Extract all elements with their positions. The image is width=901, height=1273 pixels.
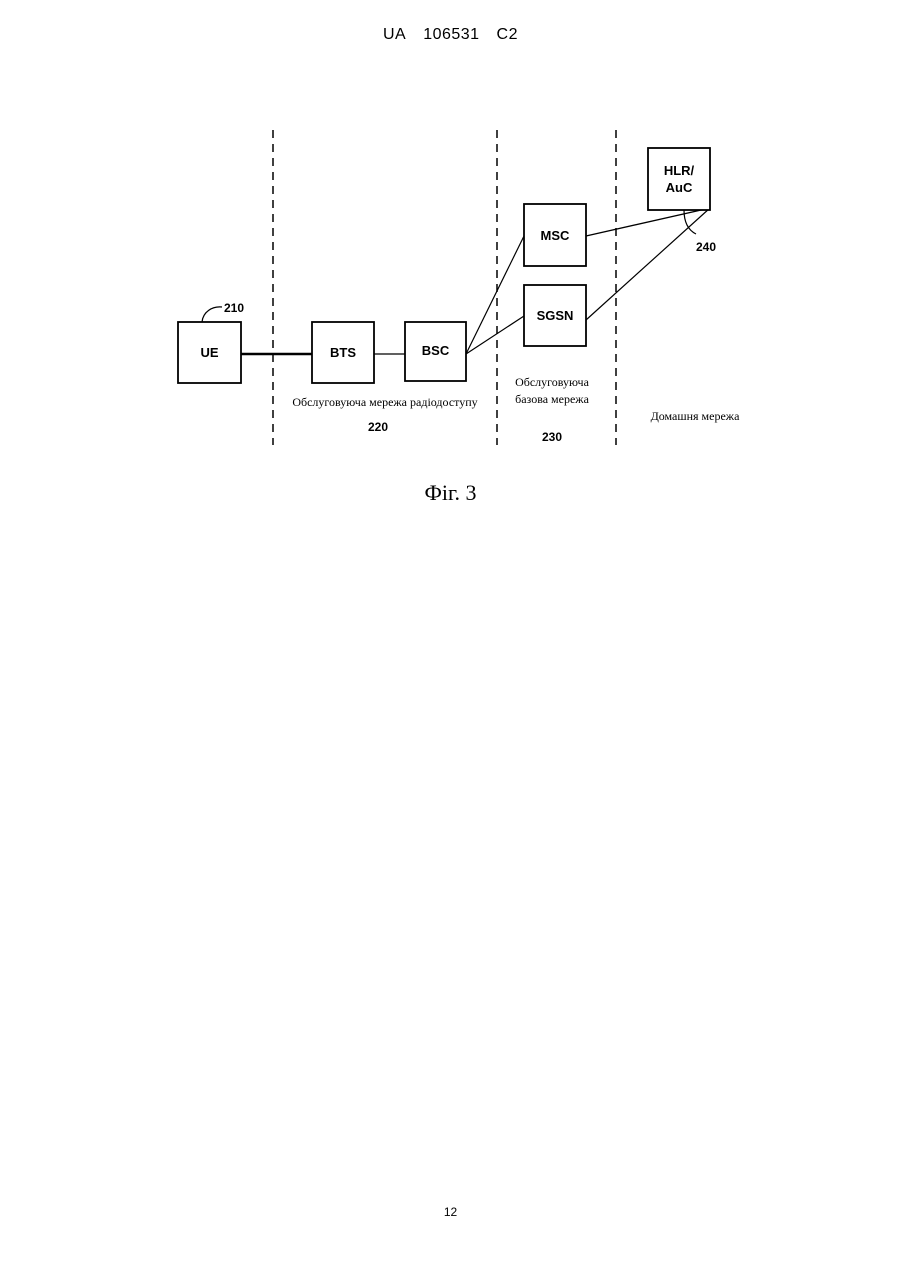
hlr-label-line1: HLR/: [664, 163, 695, 178]
sgsn-label: SGSN: [537, 308, 574, 323]
bts-label: BTS: [330, 345, 356, 360]
link-bsc-msc: [466, 236, 524, 354]
link-sgsn-hlr: [586, 208, 710, 320]
home-caption: Домашня мережа: [651, 409, 741, 423]
core-ref: 230: [542, 430, 562, 444]
bsc-label: BSC: [422, 343, 450, 358]
core-caption-line1: Обслуговуюча: [515, 375, 590, 389]
ran-caption: Обслуговуюча мережа радіодоступу: [292, 395, 477, 409]
msc-label: MSC: [541, 228, 571, 243]
link-msc-hlr: [586, 208, 710, 236]
hlr-auc-box: [648, 148, 710, 210]
ran-ref: 220: [368, 420, 388, 434]
figure-caption: Фіг. 3: [0, 480, 901, 506]
ref-210-leader: [202, 307, 222, 322]
core-caption-line2: базова мережа: [515, 392, 589, 406]
ref-210: 210: [224, 301, 244, 315]
page-number: 12: [0, 1205, 901, 1219]
ue-label: UE: [200, 345, 218, 360]
ref-240: 240: [696, 240, 716, 254]
hlr-label-line2: AuC: [666, 180, 693, 195]
network-diagram: UE BTS BSC MSC SGSN HLR/ AuC 210 240 Обс…: [0, 0, 901, 520]
